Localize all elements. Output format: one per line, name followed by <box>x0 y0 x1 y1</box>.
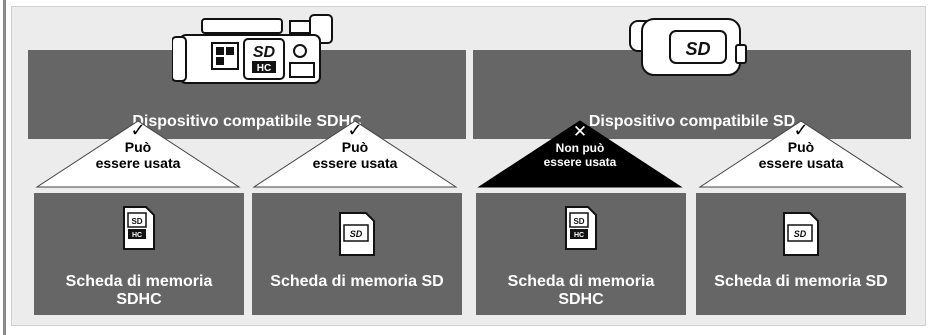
compat-text-2: ✓ Può essere usata <box>285 121 425 171</box>
svg-text:SD: SD <box>253 44 276 61</box>
card-label-line1: Scheda di memoria <box>65 273 213 290</box>
compat-line2: essere usata <box>312 155 398 171</box>
sdhc-card-icon: SD HC <box>123 206 155 250</box>
sd-card-icon: SD <box>339 212 375 256</box>
cross-icon: ✕ <box>572 122 588 141</box>
svg-text:HC: HC <box>132 232 142 239</box>
card-label-1: Scheda di memoria SDHC <box>34 273 244 309</box>
compat-text-3: ✕ Non può essere usata <box>510 122 650 170</box>
card-box-3: SD HC Scheda di memoria SDHC <box>476 193 686 315</box>
card-box-2: SD Scheda di memoria SD <box>252 193 462 315</box>
compat-triangle-4 <box>698 120 904 188</box>
compact-camcorder-icon: SD <box>629 18 747 76</box>
card-label-2: Scheda di memoria SD <box>252 273 462 291</box>
svg-text:SD: SD <box>131 217 142 226</box>
card-label-line2: SDHC <box>116 291 162 308</box>
svg-text:HC: HC <box>574 232 584 239</box>
compat-triangle-1 <box>35 120 241 188</box>
sdhc-card-icon: SD HC <box>565 206 597 250</box>
compat-triangle-3 <box>477 120 683 188</box>
svg-text:SD: SD <box>350 229 363 239</box>
compat-line1: Non può <box>555 141 605 155</box>
compat-line1: Può <box>124 139 152 155</box>
card-box-4: SD Scheda di memoria SD <box>696 193 906 315</box>
compat-line2: essere usata <box>758 155 844 171</box>
check-icon: ✓ <box>347 120 363 140</box>
diagram-panel: Dispositivo compatibile SDHC Dispositivo… <box>11 6 926 326</box>
sd-card-icon: SD <box>783 212 819 256</box>
compat-text-1: ✓ Può essere usata <box>68 121 208 171</box>
compat-line2: essere usata <box>95 155 181 171</box>
card-label-4: Scheda di memoria SD <box>696 273 906 291</box>
compat-line1: Può <box>787 139 815 155</box>
card-label-line1: Scheda di memoria SD <box>714 273 888 290</box>
svg-text:SD: SD <box>794 229 807 239</box>
left-margin-rule <box>3 0 6 335</box>
compat-line2: essere usata <box>543 155 617 169</box>
compat-line1: Può <box>341 139 369 155</box>
card-label-line1: Scheda di memoria <box>507 273 655 290</box>
compat-text-4: ✓ Può essere usata <box>731 121 871 171</box>
professional-camcorder-icon: SD HC <box>172 14 333 84</box>
card-box-1: SD HC Scheda di memoria SDHC <box>34 193 244 315</box>
svg-text:SD: SD <box>573 217 584 226</box>
compat-triangle-2 <box>252 120 458 188</box>
card-label-line2: SDHC <box>558 291 604 308</box>
svg-text:SD: SD <box>685 39 710 59</box>
device-label-sdhc: Dispositivo compatibile SDHC <box>132 113 362 130</box>
check-icon: ✓ <box>793 120 809 140</box>
svg-text:HC: HC <box>257 63 271 74</box>
check-icon: ✓ <box>130 120 146 140</box>
card-label-line1: Scheda di memoria SD <box>270 273 444 290</box>
card-label-3: Scheda di memoria SDHC <box>476 273 686 309</box>
device-label-sd: Dispositivo compatibile SD <box>588 113 796 130</box>
